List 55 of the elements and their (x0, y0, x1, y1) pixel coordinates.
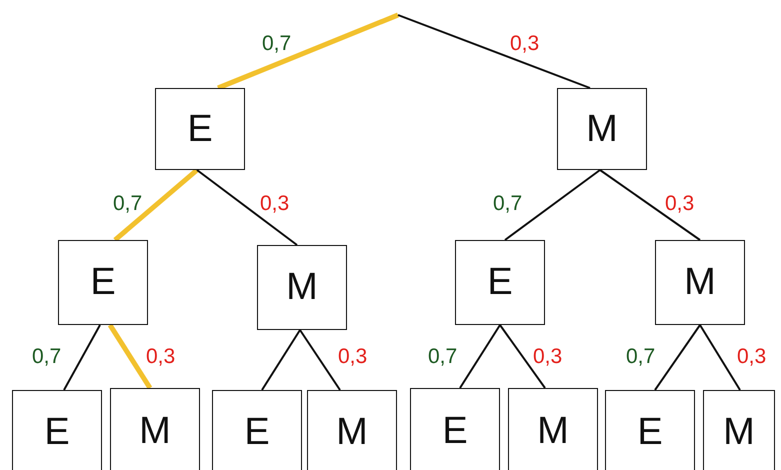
tree-branch (261, 329, 301, 391)
outcome-letter: E (244, 411, 270, 454)
tree-branch (196, 169, 298, 246)
tree-branch (63, 324, 101, 390)
outcome-letter: M (336, 411, 368, 454)
outcome-box (212, 390, 302, 470)
outcome-letter: M (537, 410, 569, 453)
outcome-letter: M (586, 108, 618, 150)
outcome-box (155, 88, 245, 170)
outcome-letter: E (442, 410, 468, 453)
outcome-box (455, 240, 545, 325)
tree-branch (504, 169, 601, 241)
outcome-box (703, 390, 775, 470)
outcome-box (508, 388, 598, 470)
outcome-box (655, 240, 745, 325)
probability-label: 0,7 (626, 346, 656, 367)
outcome-box (110, 388, 200, 470)
tree-branch (217, 12, 399, 90)
outcome-box (605, 390, 695, 470)
outcome-box (307, 390, 397, 470)
tree-branch (113, 168, 199, 242)
probability-label: 0,7 (428, 346, 458, 367)
probability-label: 0,3 (737, 346, 766, 367)
outcome-letter: E (487, 261, 513, 304)
probability-label: 0,7 (113, 193, 142, 214)
outcome-letter: E (637, 411, 663, 454)
probability-label: 0,7 (262, 33, 292, 54)
outcome-box (557, 88, 647, 170)
probability-label: 0,3 (260, 193, 290, 214)
outcome-letter: M (723, 411, 755, 454)
outcome-box (257, 245, 347, 330)
probability-label: 0,7 (493, 193, 522, 214)
outcome-letter: M (139, 410, 171, 453)
tree-branch (398, 14, 590, 89)
outcome-letter: E (90, 261, 116, 304)
tree-branch (699, 324, 741, 391)
tree-branch (108, 324, 152, 390)
probability-label: 0,3 (146, 346, 176, 367)
tree-branch (599, 169, 701, 241)
probability-label: 0,3 (510, 33, 540, 54)
probability-label: 0,3 (533, 346, 562, 367)
outcome-letter: E (44, 411, 70, 454)
outcome-letter: E (187, 108, 213, 150)
outcome-box (410, 388, 500, 470)
probability-label: 0,3 (338, 346, 368, 367)
probability-label: 0,3 (665, 193, 694, 214)
outcome-letter: M (286, 266, 318, 309)
probability-label: 0,7 (32, 346, 62, 367)
outcome-box (12, 390, 102, 470)
outcome-letter: M (684, 261, 716, 304)
tree-branch (654, 324, 701, 391)
outcome-box (58, 240, 148, 325)
tree-branch (499, 324, 546, 389)
tree-branch (459, 324, 501, 389)
tree-branch (299, 329, 341, 391)
